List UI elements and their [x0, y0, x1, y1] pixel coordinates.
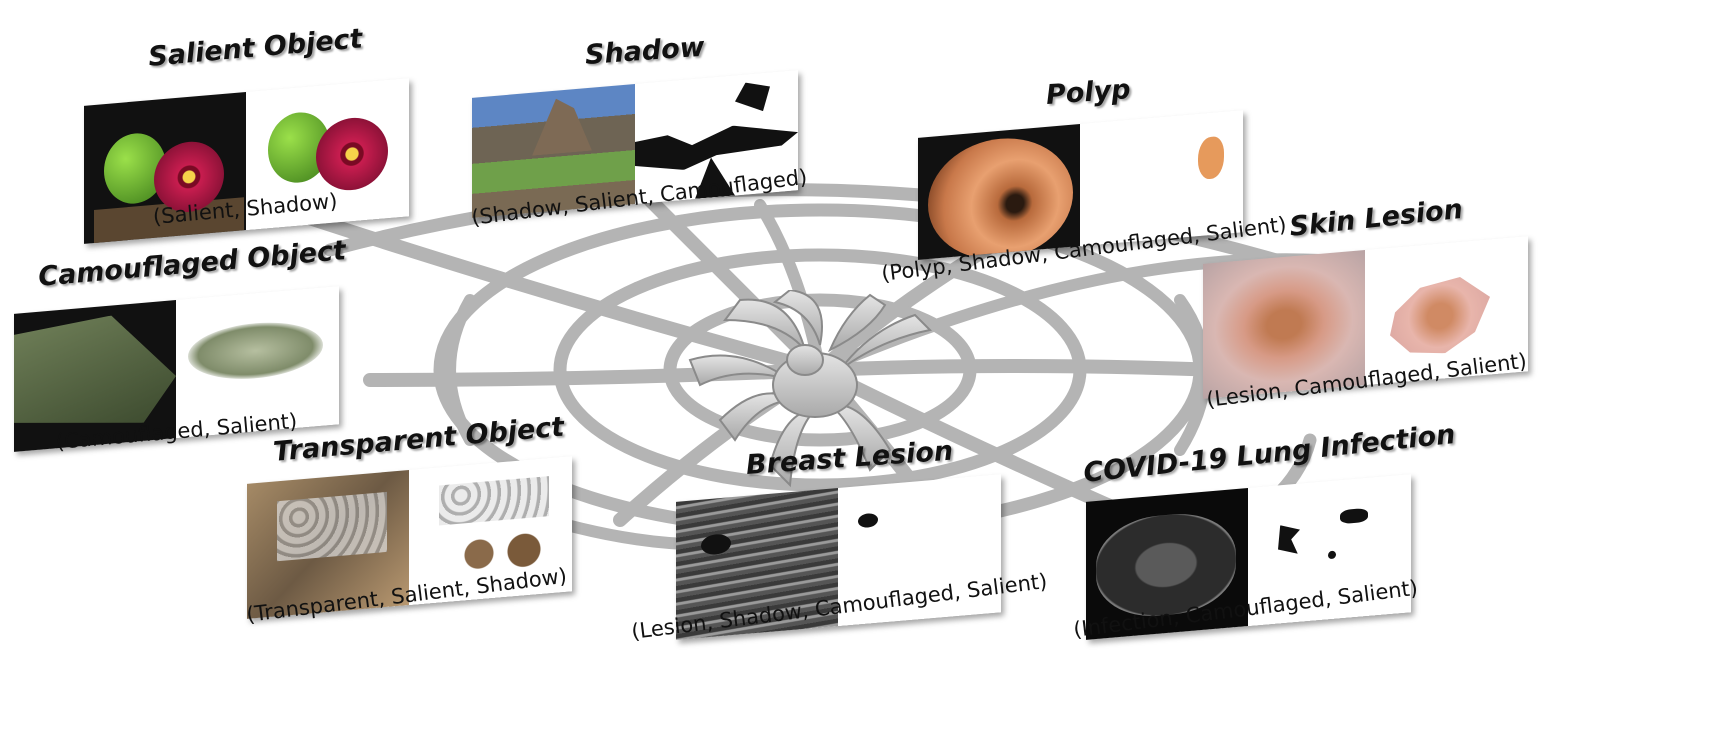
task-title: Polyp	[1045, 74, 1132, 111]
web-ring	[444, 294, 476, 446]
task-covid-lung-infection: COVID-19 Lung Infection (Infection, Camo…	[0, 0, 1457, 642]
web-ring	[553, 248, 1087, 492]
web-ring	[663, 293, 977, 447]
spider-icon	[688, 290, 933, 488]
